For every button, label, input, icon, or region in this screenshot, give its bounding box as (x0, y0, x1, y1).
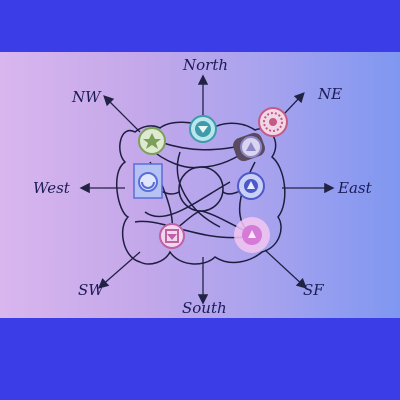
top-band (0, 0, 400, 52)
glow-chakra-icon (234, 217, 270, 253)
arrow-southwest (98, 251, 141, 289)
vastu-compass-diagram: North South East West NE NW SW SF (0, 52, 400, 318)
label-southeast: SF (303, 281, 324, 299)
bottom-band (0, 318, 400, 400)
label-north: North (183, 56, 229, 74)
third-eye-chakra-icon (233, 132, 265, 162)
label-east: East (338, 179, 372, 197)
label-west: West (33, 179, 70, 197)
center-circle (178, 166, 224, 212)
direction-arrows (79, 74, 335, 305)
arrow-southeast (264, 249, 307, 289)
solar-plexus-chakra-icon (237, 172, 265, 200)
label-northwest: NW (72, 88, 101, 106)
label-south: South (182, 299, 227, 317)
throat-chakra-icon (189, 115, 217, 143)
arrow-northwest (103, 95, 141, 133)
crown-chakra-icon (258, 107, 288, 137)
label-northeast: NE (318, 85, 343, 103)
sacral-chakra-icon (133, 163, 163, 199)
compass-svg (79, 74, 335, 305)
root-chakra-icon (159, 223, 185, 249)
heart-chakra-icon (138, 127, 166, 155)
label-southwest: SW (78, 281, 104, 299)
